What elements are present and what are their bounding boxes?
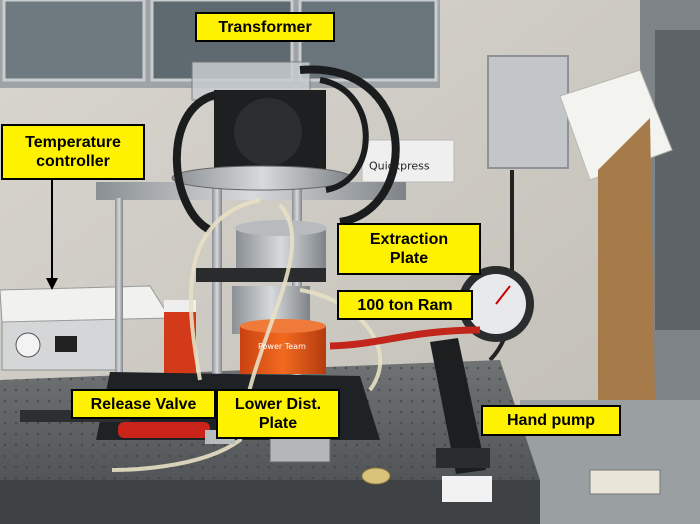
label-temperature-controller-text: Temperature controller: [25, 134, 121, 170]
label-temperature-controller: Temperature controller: [1, 124, 145, 180]
label-transformer-text: Transformer: [218, 18, 312, 36]
label-extraction-plate: Extraction Plate: [337, 223, 481, 275]
label-lower-dist-plate-text: Lower Dist. Plate: [234, 396, 322, 432]
label-100-ton-ram: 100 ton Ram: [337, 290, 473, 320]
wall-sign-text: Quickpress: [369, 159, 430, 173]
label-release-valve-text: Release Valve: [90, 395, 197, 413]
label-100-ton-ram-text: 100 ton Ram: [357, 296, 453, 314]
label-lower-dist-plate: Lower Dist. Plate: [216, 389, 340, 439]
label-hand-pump: Hand pump: [481, 405, 621, 436]
cylinder-brand-text: Power Team: [258, 342, 306, 351]
label-extraction-plate-text: Extraction Plate: [369, 231, 449, 267]
label-transformer: Transformer: [195, 12, 335, 42]
label-release-valve: Release Valve: [71, 389, 216, 419]
label-hand-pump-text: Hand pump: [507, 412, 595, 429]
